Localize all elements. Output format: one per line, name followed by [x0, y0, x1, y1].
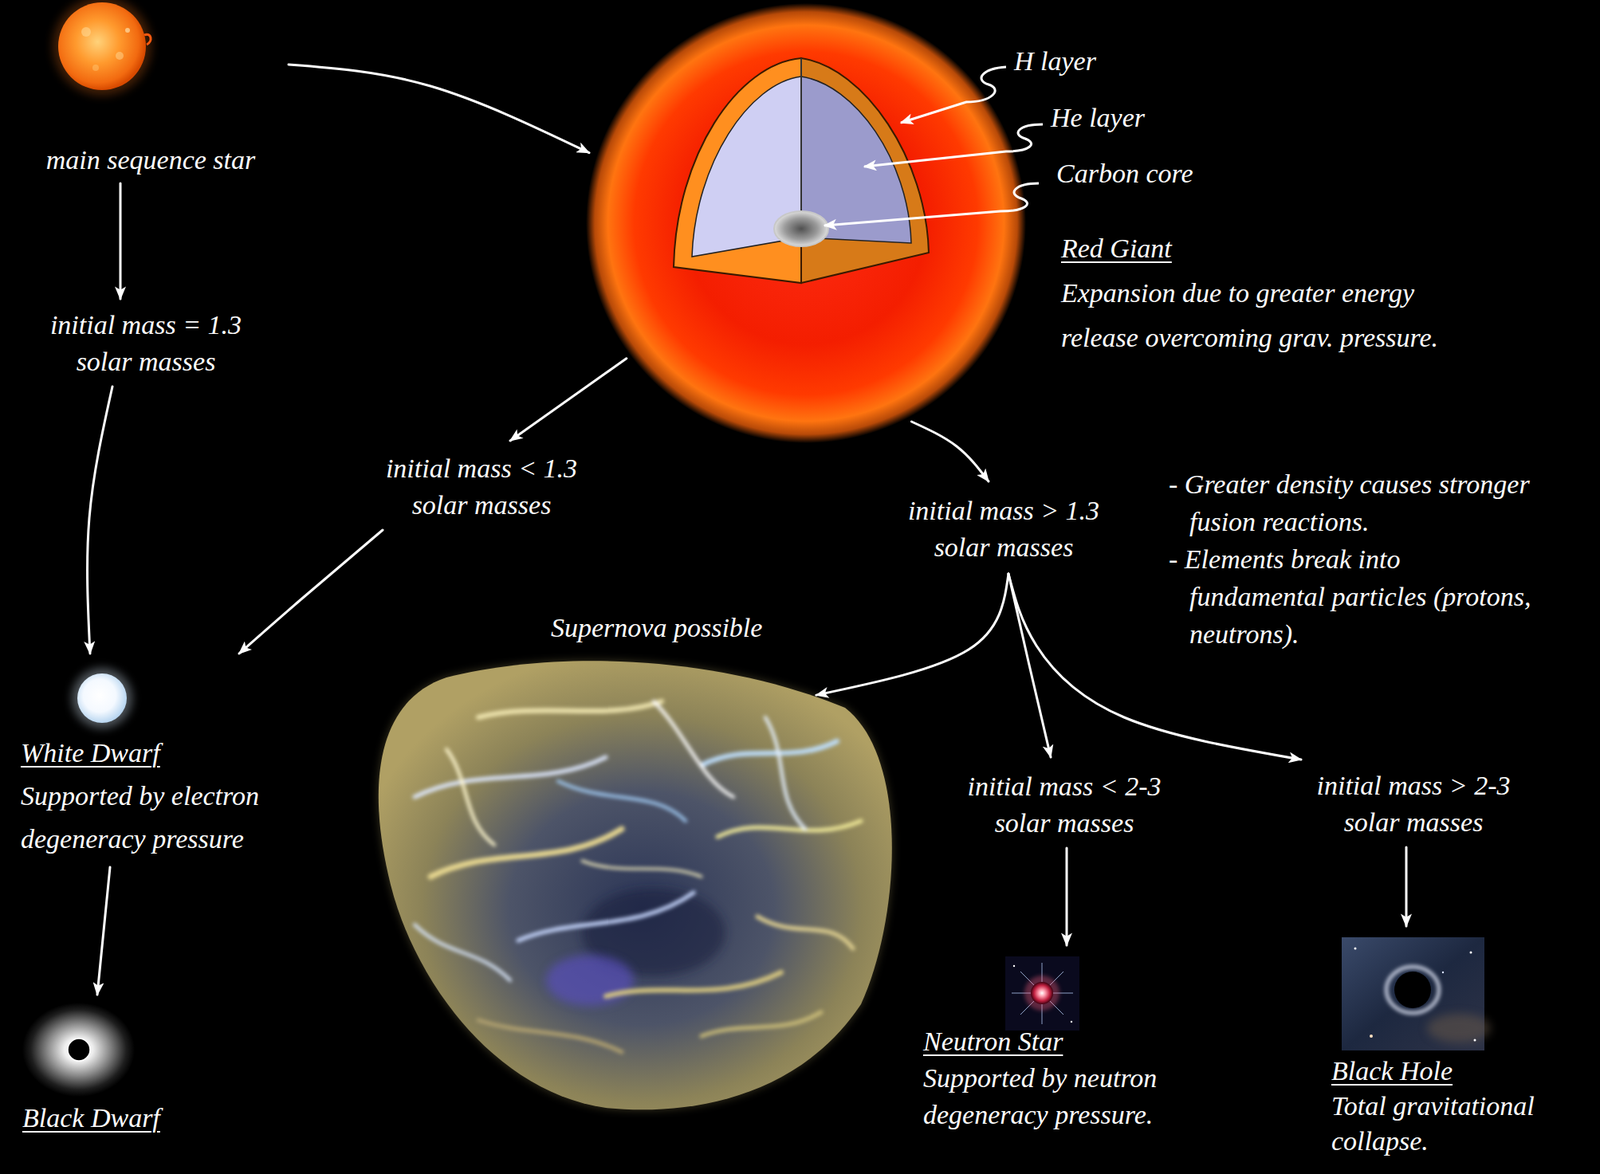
neutron-star-rays — [1011, 963, 1074, 1025]
sun-spot — [81, 27, 91, 37]
filament — [605, 972, 782, 997]
mass-condition: initial mass < 2-3 solar masses — [944, 768, 1184, 842]
ray — [1020, 971, 1064, 1015]
star-stage: main sequence star — [19, 3, 283, 179]
filament — [581, 860, 702, 877]
stage-label: main sequence star — [19, 141, 283, 179]
carbon-core — [774, 211, 829, 247]
filament — [717, 821, 861, 838]
stage-title: White Dwarf — [20, 731, 327, 775]
stage-description: Expansion due to greater energy release … — [1061, 271, 1476, 361]
star-dot — [1369, 1034, 1373, 1038]
violet-patch — [546, 955, 634, 1007]
condition-text: initial mass = 1.3 solar masses — [26, 306, 266, 381]
note-bullet: - Elements break into fundamental partic… — [1168, 540, 1536, 653]
stage-title: Black Dwarf — [22, 1101, 227, 1136]
condition-text: initial mass > 2-3 solar masses — [1293, 767, 1534, 842]
condition-text: initial mass < 1.3 solar masses — [361, 450, 602, 524]
leader-line — [824, 183, 1039, 226]
supernova-body — [374, 649, 909, 1121]
star-stage: Supernova possible — [377, 609, 897, 1113]
layer-label: H layer — [1014, 43, 1190, 80]
photon-ring — [1386, 967, 1439, 1014]
star-stage: Black Dwarf — [19, 1002, 227, 1136]
sun-prominence — [144, 34, 151, 45]
filament — [558, 781, 686, 822]
flow-arrow — [97, 867, 111, 995]
leader-line — [900, 66, 1007, 123]
flow-arrow — [816, 573, 1009, 696]
sun-spot — [92, 64, 99, 71]
text-group: Red GiantExpansion due to greater energy… — [1061, 226, 1476, 361]
condition-text: initial mass < 2-3 solar masses — [944, 768, 1184, 842]
star-stage: Black HoleTotal gravitational collapse. — [1329, 934, 1585, 1160]
flow-arrow — [87, 386, 113, 654]
flow-arrow — [239, 530, 383, 654]
mass-condition: initial mass < 1.3 solar masses — [361, 450, 602, 524]
black-dwarf-disc — [67, 1038, 91, 1062]
star-dot — [1354, 947, 1357, 951]
white-dwarf-glow — [71, 668, 133, 729]
flow-arrow — [1405, 847, 1408, 927]
star-dot — [1442, 971, 1444, 974]
flow-arrow — [911, 421, 989, 482]
sun-glow — [52, 0, 152, 96]
sun-spot — [125, 27, 130, 33]
neutron-star-disc — [1030, 982, 1054, 1005]
ray — [1020, 971, 1064, 1015]
sun-disc — [58, 2, 146, 91]
hydrogen-shell — [801, 58, 929, 284]
note-bullet: - Greater density causes stronger fusion… — [1168, 465, 1536, 541]
star-stage: White DwarfSupported by electron degener… — [15, 661, 327, 861]
flow-arrow — [288, 64, 590, 154]
layer-label: Carbon core — [1056, 155, 1280, 193]
filament — [478, 701, 662, 718]
black-dwarf-glow — [22, 1002, 135, 1097]
filament — [430, 829, 622, 877]
mass-condition: initial mass > 2-3 solar masses — [1293, 767, 1534, 842]
nebula — [1427, 1014, 1491, 1043]
hydrogen-shell — [673, 58, 802, 284]
stage-title: Red Giant — [1061, 226, 1476, 272]
white-dwarf-disc — [77, 673, 127, 724]
neutron-star-frame — [1005, 956, 1080, 1031]
filament — [653, 701, 734, 798]
star-dot — [1470, 951, 1473, 955]
stage-description: Supported by electron degeneracy pressur… — [20, 774, 327, 861]
star-dot — [1474, 1039, 1477, 1042]
filament — [765, 717, 806, 830]
filament — [414, 757, 606, 798]
star-dot — [1070, 1021, 1073, 1023]
star-stage: Neutron StarSupported by neutron degener… — [919, 953, 1223, 1134]
mass-condition: initial mass > 1.3 solar masses — [884, 492, 1124, 567]
filament — [478, 1020, 622, 1053]
flow-arrow — [119, 183, 122, 299]
stage-title: Neutron Star — [923, 1023, 1223, 1061]
filament — [701, 1012, 822, 1037]
mass-condition: initial mass = 1.3 solar masses — [26, 306, 266, 381]
layer-label: He layer — [1050, 99, 1243, 137]
stage-description: Total gravitational collapse. — [1331, 1088, 1585, 1160]
filament — [414, 924, 511, 981]
leader-line — [864, 124, 1043, 167]
event-horizon — [1394, 971, 1431, 1009]
red-giant-sphere — [585, 3, 1027, 444]
star-dot — [1013, 965, 1015, 968]
neutron-star-glow — [1024, 975, 1060, 1011]
star-stage: Red GiantExpansion due to greater energy… — [585, 3, 1027, 444]
flow-arrow — [1008, 573, 1051, 758]
stage-description: Supported by neutron degeneracy pressure… — [923, 1060, 1223, 1134]
filament — [518, 892, 694, 941]
stage-label: Supernova possible — [550, 609, 897, 647]
condition-text: initial mass > 1.3 solar masses — [884, 492, 1124, 567]
filament — [757, 916, 854, 949]
sun-spot — [115, 51, 124, 60]
filament — [446, 749, 495, 846]
supernova-remnant — [374, 649, 909, 1121]
flow-arrow — [510, 358, 627, 441]
flow-arrow — [1065, 848, 1069, 946]
stage-title: Black Hole — [1331, 1053, 1585, 1089]
filament — [701, 741, 838, 766]
